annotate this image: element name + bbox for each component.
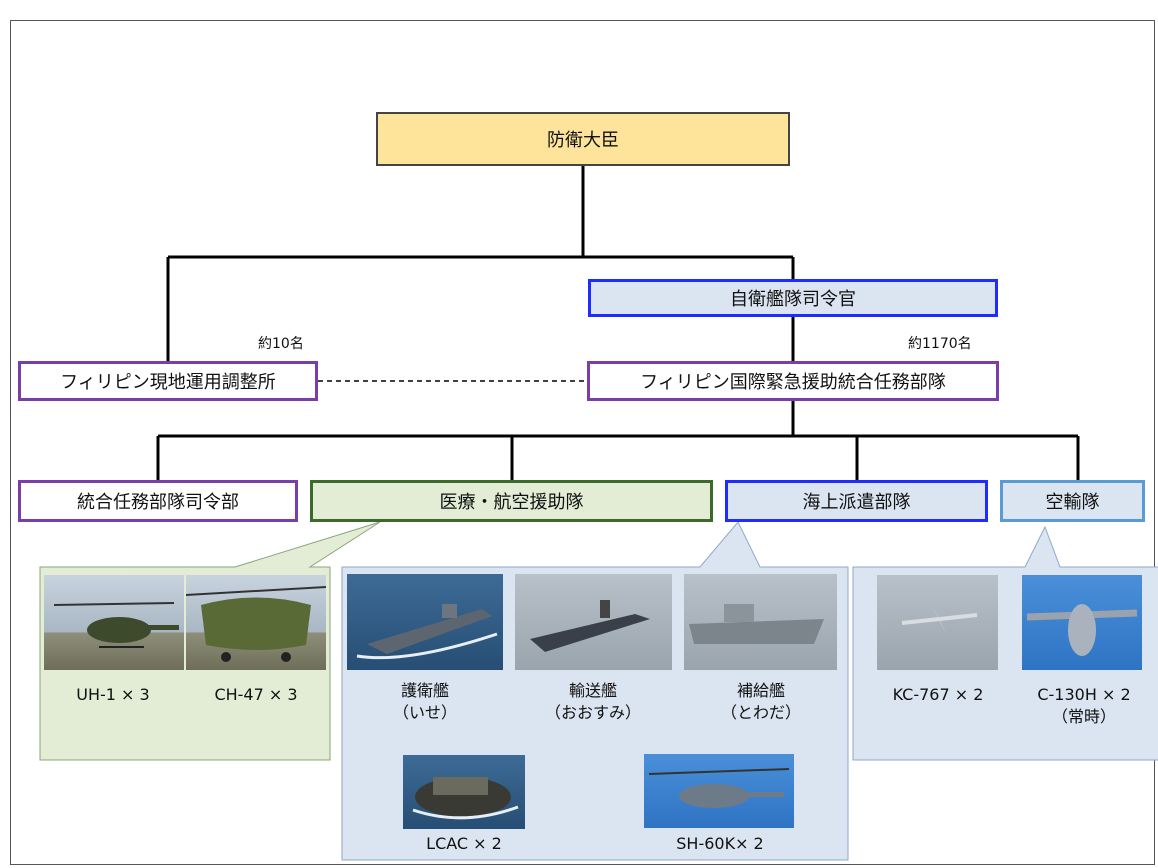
ship-3-name: 補給艦 [736, 681, 785, 700]
jtf-label: フィリピン国際緊急援助統合任務部隊 [640, 372, 946, 393]
fleet-commander-label: 自衛艦隊司令官 [730, 289, 856, 310]
airlift-label: 空輸隊 [1045, 492, 1100, 513]
medical-box: 医療・航空援助隊 [310, 480, 713, 522]
helicopter-icon [44, 575, 184, 670]
c130h-caption: C-130H × 2 （常時） [1010, 684, 1158, 728]
hovercraft-icon [403, 755, 525, 829]
jtf-box: フィリピン国際緊急援助統合任務部隊 [587, 361, 999, 401]
medical-label: 医療・航空援助隊 [439, 492, 584, 513]
tanker-aircraft-icon [877, 575, 998, 670]
local-office-count: 約10名 [258, 336, 304, 352]
airlift-box: 空輸隊 [1000, 480, 1145, 522]
hq-label: 統合任務部隊司令部 [77, 492, 239, 513]
transport-aircraft-icon [1022, 575, 1142, 670]
helicopter-icon [644, 754, 794, 828]
maritime-box: 海上派遣部隊 [725, 480, 988, 522]
minister-box: 防衛大臣 [376, 112, 790, 166]
transport-ship-icon [515, 574, 672, 670]
ship-2-caption: 輸送艦 （おおすみ） [518, 680, 668, 724]
ship-2-name: 輸送艦 [568, 681, 617, 700]
ch47-caption: CH-47 × 3 [214, 685, 298, 704]
jtf-count: 約1170名 [908, 336, 972, 352]
uh1-caption: UH-1 × 3 [76, 685, 150, 704]
local-office-label: フィリピン現地運用調整所 [60, 372, 276, 393]
supply-ship-icon [684, 574, 837, 670]
sh60k-caption: SH-60K× 2 [676, 834, 764, 853]
local-office-box: フィリピン現地運用調整所 [18, 361, 318, 401]
kc767-caption: KC-767 × 2 [868, 684, 1008, 706]
c130h-sub: （常時） [1051, 707, 1116, 726]
tandem-rotor-helicopter-icon [186, 575, 326, 670]
ship-3-caption: 補給艦 （とわだ） [686, 680, 836, 724]
c130h-name: C-130H × 2 [1037, 685, 1131, 704]
fleet-commander-box: 自衛艦隊司令官 [588, 279, 998, 317]
ship-1-name: 護衛艦 [400, 681, 449, 700]
destroyer-ship-icon [347, 574, 503, 670]
ship-1-caption: 護衛艦 （いせ） [350, 680, 500, 724]
hq-box: 統合任務部隊司令部 [18, 480, 298, 522]
ship-2-sub: （おおすみ） [544, 703, 641, 722]
tree-lines [156, 166, 1080, 481]
ship-1-sub: （いせ） [392, 703, 457, 722]
kc767-name: KC-767 × 2 [892, 685, 984, 704]
ship-3-sub: （とわだ） [720, 703, 801, 722]
lcac-caption: LCAC × 2 [426, 834, 502, 853]
minister-label: 防衛大臣 [547, 130, 619, 151]
maritime-label: 海上派遣部隊 [802, 492, 911, 513]
